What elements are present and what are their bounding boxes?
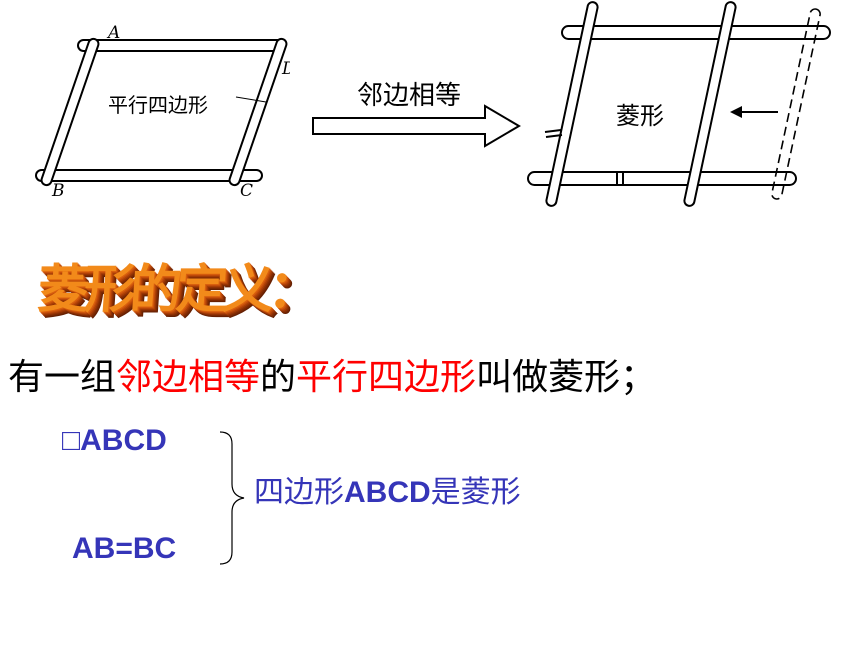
definition-highlight-adjacent: 邻边相等 <box>116 357 261 398</box>
parallelogram-figure: A D B C 平行四边形 <box>35 23 290 201</box>
condition-parallelogram: □ABCD <box>62 424 167 457</box>
transform-arrow: 邻边相等 <box>312 81 521 148</box>
rhombus-figure: 菱形 <box>527 1 831 207</box>
parallelogram-label: 平行四边形 <box>108 93 208 117</box>
conclusion: 四边形ABCD是菱形 <box>254 467 521 511</box>
vertex-c-label: C <box>240 181 253 201</box>
definition-part-1: 有一组 <box>8 357 117 398</box>
right-brace <box>219 431 245 565</box>
definition-part-3: 叫做菱形； <box>476 357 657 398</box>
conclusion-abcd: ABCD <box>344 476 431 509</box>
rhombus-label: 菱形 <box>616 102 664 130</box>
definition-sentence: 有一组邻边相等的平行四边形叫做菱形； <box>8 352 656 404</box>
section-title: 菱形的定义： <box>35 260 317 320</box>
definition-part-2: 的 <box>260 357 297 398</box>
arrow-label: 邻边相等 <box>357 81 461 111</box>
conclusion-prefix: 四边形 <box>254 475 344 510</box>
condition-equal-sides: AB=BC <box>72 532 177 565</box>
vertex-b-label: B <box>51 181 65 201</box>
vertex-d-label: D <box>281 59 290 79</box>
vertex-a-label: A <box>106 23 120 43</box>
definition-highlight-parallelogram: 平行四边形 <box>296 357 477 398</box>
conclusion-suffix: 是菱形 <box>430 475 521 510</box>
